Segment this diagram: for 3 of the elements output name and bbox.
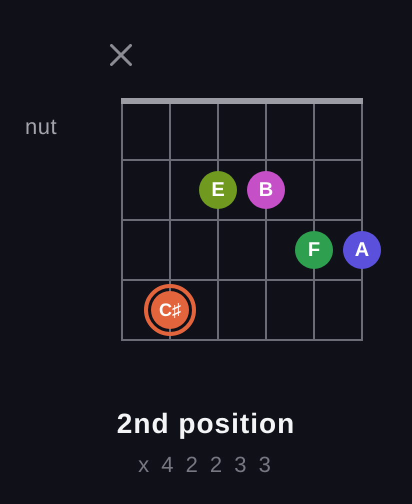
fingering-text: x 4 2 2 3 3 (137, 454, 275, 476)
chord-title: 2nd position (116, 410, 296, 438)
nut-label: nut (25, 116, 58, 138)
